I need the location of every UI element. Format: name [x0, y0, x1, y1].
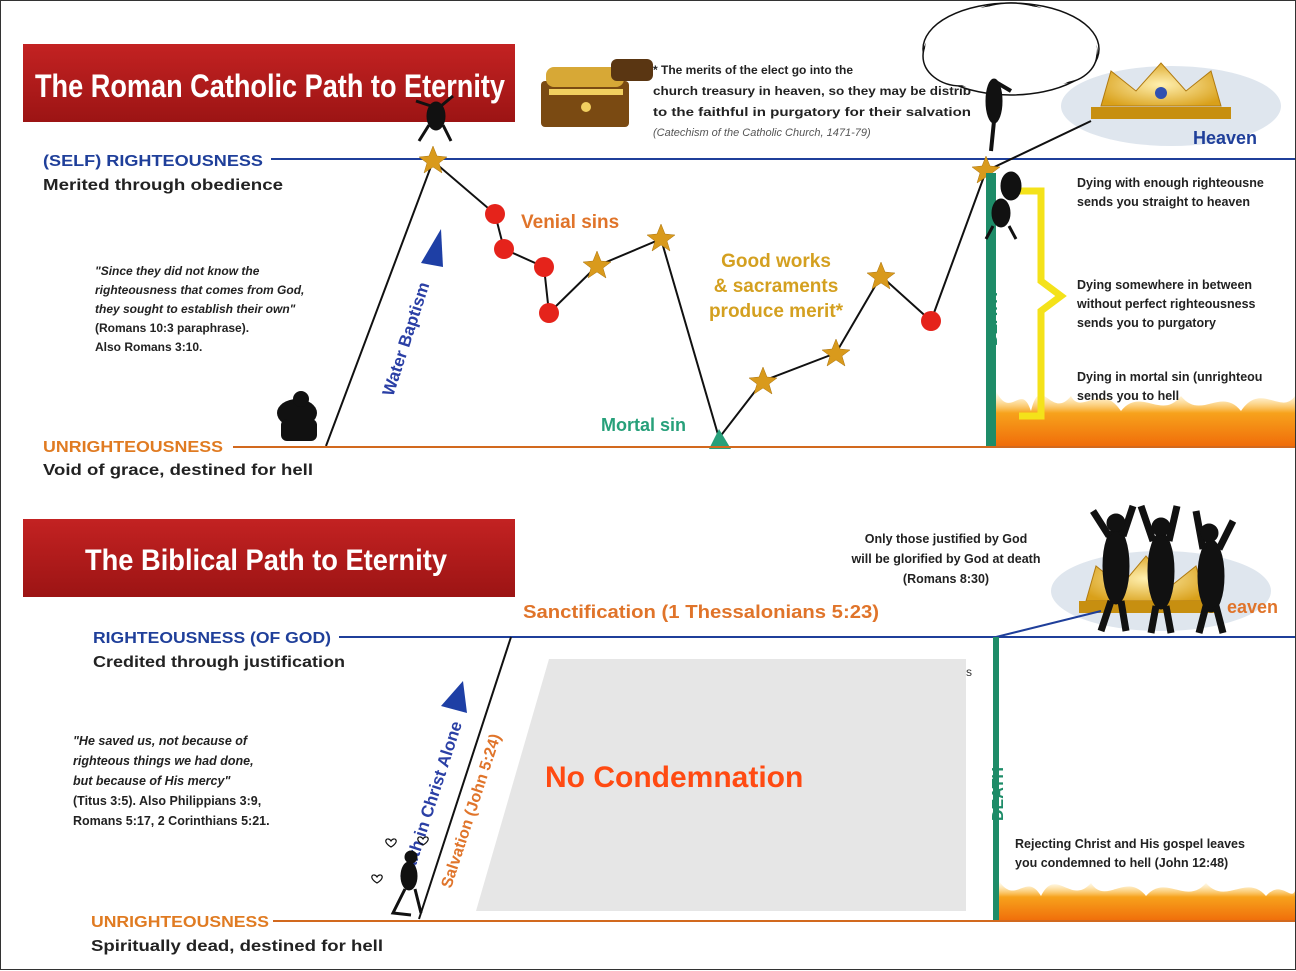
outcome-hell-1: Dying in mortal sin (unrighteou	[1077, 370, 1262, 384]
treasure-chest-icon	[541, 59, 653, 127]
outcome-hell-2: sends you to hell	[1077, 389, 1179, 403]
treasury-quote-line2: church treasury in heaven, so they may b…	[653, 84, 971, 98]
bottom-side-quote-2: righteous things we had done,	[73, 754, 254, 768]
jubilant-figures-icon	[1090, 504, 1237, 634]
top-side-quote-3: they sought to establish their own"	[95, 302, 296, 316]
venial-sin-dot	[539, 303, 559, 323]
bottom-death-label: DEATH	[990, 767, 1007, 821]
bottom-title-bar: The Biblical Path to Eternity	[23, 519, 515, 597]
no-condemnation-label: No Condemnation	[545, 761, 803, 794]
bottom-title: The Biblical Path to Eternity	[85, 544, 447, 577]
top-unrighteousness-label: UNRIGHTEOUSNESS	[43, 439, 223, 456]
good-works-3: produce merit*	[709, 301, 844, 322]
bottom-righteousness-sub: Credited through justification	[93, 654, 345, 671]
bottom-death-bar	[993, 637, 999, 922]
glorified-2: will be glorified by God at death	[851, 552, 1041, 566]
venial-sin-dot	[534, 257, 554, 277]
treasury-quote-line1: * The merits of the elect go into the	[653, 63, 853, 77]
cloud-icon	[922, 2, 1100, 96]
outcome-purgatory-2: without perfect righteousness	[1076, 297, 1256, 311]
glorified-1: Only those justified by God	[865, 532, 1028, 546]
outcome-heaven-1: Dying with enough righteousne	[1077, 176, 1264, 190]
bottom-side-quote: "He saved us, not because of righteous t…	[73, 734, 270, 828]
top-righteousness-label: (SELF) RIGHTEOUSNESS	[43, 153, 263, 170]
venial-sins-label: Venial sins	[521, 212, 619, 233]
hearts-icon	[371, 836, 429, 884]
star-icon	[821, 338, 851, 367]
bottom-heaven-label: eaven	[1227, 597, 1278, 617]
glorified-3: (Romans 8:30)	[903, 572, 989, 586]
treasury-quote: * The merits of the elect go into the ch…	[653, 63, 971, 139]
good-works-1: Good works	[721, 251, 831, 272]
top-side-quote-5: Also Romans 3:10.	[95, 340, 202, 354]
star-icon	[582, 250, 612, 279]
top-baptism-arrow-icon	[421, 229, 443, 267]
top-side-quote-1: "Since they did not know the	[95, 264, 260, 278]
bottom-unrighteousness-label: UNRIGHTEOUSNESS	[91, 914, 269, 931]
rejecting-1: Rejecting Christ and His gospel leaves	[1015, 837, 1245, 851]
top-title-bar: The Roman Catholic Path to Eternity	[23, 44, 515, 122]
top-death-label: DEATH	[984, 292, 1001, 346]
top-stars	[418, 145, 1001, 395]
top-side-quote-2: righteousness that comes from God,	[95, 283, 304, 297]
bottom-righteousness-label: RIGHTEOUSNESS (OF GOD)	[93, 630, 331, 647]
bottom-unrighteousness-sub: Spiritually dead, destined for hell	[91, 938, 383, 955]
venial-sin-dot	[485, 204, 505, 224]
top-unrighteousness-sub: Void of grace, destined for hell	[43, 462, 313, 479]
outcome-heaven-2: sends you straight to heaven	[1077, 195, 1250, 209]
purgatory-brace-icon	[1019, 187, 1067, 420]
top-outcomes: Dying with enough righteousne sends you …	[1076, 176, 1264, 403]
top-side-quote-4: (Romans 10:3 paraphrase).	[95, 321, 249, 335]
outcome-purgatory-1: Dying somewhere in between	[1077, 278, 1252, 292]
top-side-quote: "Since they did not know the righteousne…	[95, 264, 304, 354]
star-icon	[418, 145, 448, 174]
outcome-purgatory-3: sends you to purgatory	[1077, 316, 1216, 330]
stray-s-label: s	[966, 665, 972, 679]
bottom-side-quote-4: (Titus 3:5). Also Philippians 3:9,	[73, 794, 261, 808]
bottom-side-quote-5: Romans 5:17, 2 Corinthians 5:21.	[73, 814, 270, 828]
mortal-sin-triangle-icon	[709, 429, 731, 449]
top-death-bar	[986, 173, 996, 446]
venial-sin-dot	[494, 239, 514, 259]
bottom-heaven-line	[995, 610, 1102, 638]
rejecting-note: Rejecting Christ and His gospel leaves y…	[1015, 837, 1245, 870]
bottom-faith-arrow-icon	[441, 681, 467, 713]
climbing-figure-icon	[415, 94, 454, 142]
kneeling-believer-icon	[390, 850, 423, 917]
venial-sin-dot	[921, 311, 941, 331]
treasury-quote-source: (Catechism of the Catholic Church, 1471-…	[653, 127, 871, 139]
mortal-sin-label: Mortal sin	[601, 415, 686, 435]
top-hell-fire	[996, 391, 1295, 446]
top-heaven-crown-icon	[1061, 62, 1281, 146]
bottom-side-quote-1: "He saved us, not because of	[73, 734, 249, 748]
star-icon	[866, 261, 896, 290]
top-title: The Roman Catholic Path to Eternity	[35, 68, 505, 104]
reaching-figure-icon	[985, 78, 1013, 152]
bottom-path-line	[418, 636, 512, 920]
top-righteousness-sub: Merited through obedience	[43, 177, 283, 194]
bottom-hell-fire	[999, 881, 1295, 921]
rejecting-2: you condemned to hell (John 12:48)	[1015, 856, 1228, 870]
kneeling-figure-icon	[277, 391, 317, 441]
good-works-label: Good works & sacraments produce merit*	[709, 251, 844, 322]
treasury-quote-line3: to the faithful in purgatory for their s…	[653, 105, 971, 119]
top-red-dots	[485, 204, 941, 331]
bottom-side-quote-3: but because of His mercy"	[73, 774, 231, 788]
sanctification-label: Sanctification (1 Thessalonians 5:23)	[523, 602, 879, 622]
no-condemnation-panel	[476, 659, 966, 911]
glorified-note: Only those justified by God will be glor…	[851, 532, 1041, 586]
star-icon	[748, 366, 778, 395]
falling-figure-icon	[984, 171, 1022, 240]
star-icon	[646, 223, 676, 252]
top-heaven-label: Heaven	[1193, 128, 1257, 148]
good-works-2: & sacraments	[714, 276, 839, 297]
water-baptism-label: Water Baptism	[379, 280, 434, 398]
